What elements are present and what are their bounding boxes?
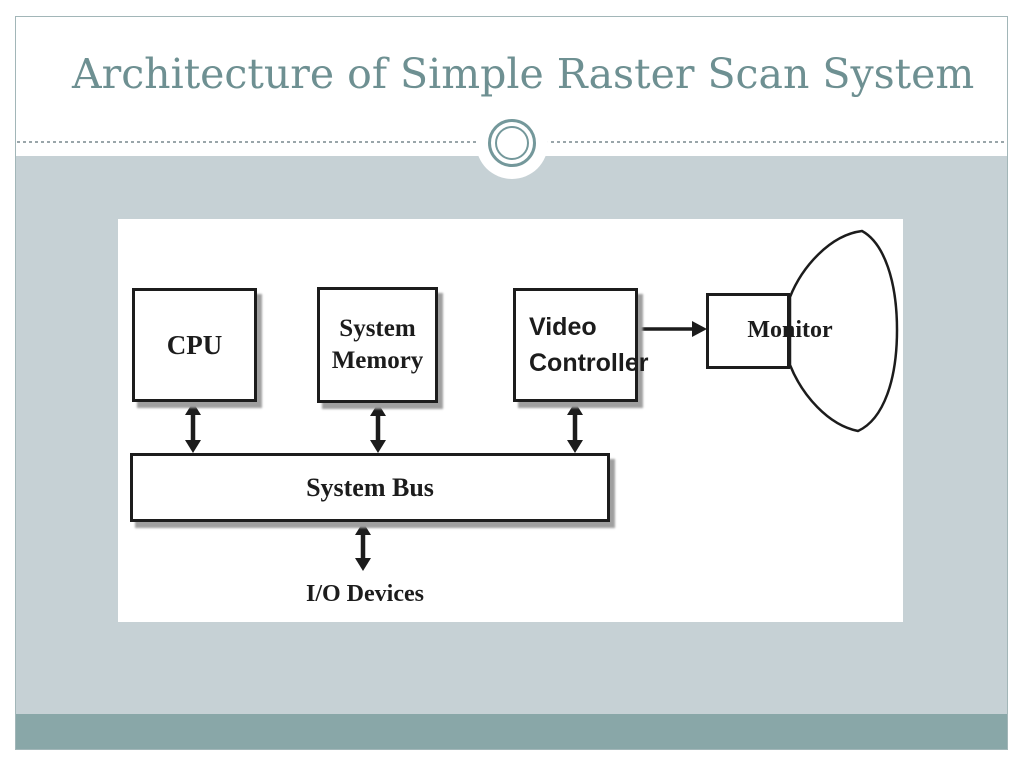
system-bus-label: System Bus [306,472,434,502]
system-bus-box: System Bus [130,453,610,522]
video-controller-box: Video Controller [513,288,648,402]
cpu-box-label: CPU [166,329,223,360]
diagram-panel [118,219,903,622]
monitor-funnel-shape [788,229,899,433]
diagram-connectors [185,229,899,571]
cpu-bus-arrow [185,402,201,453]
cpu-box: CPU [132,288,257,402]
circle-ornament-inner-ring [495,126,529,160]
slide-title: Architecture of Simple Raster Scan Syste… [72,50,975,98]
bus-io-arrow [355,522,371,571]
video-bus-arrow [567,402,583,453]
video-monitor-arrow [640,321,707,337]
video-controller-label-line2: Controller [529,349,649,377]
video-controller-label-line1: Video [529,312,597,341]
system-memory-label-line2: Memory [331,347,424,374]
monitor-label: Monitor [747,317,833,343]
footer-accent-band [16,714,1008,749]
system-memory-box: System Memory [317,287,438,403]
monitor-box [706,293,790,369]
io-devices-label: I/O Devices [306,581,424,607]
memory-bus-arrow [370,403,386,453]
system-memory-label-line1: System [339,315,416,342]
